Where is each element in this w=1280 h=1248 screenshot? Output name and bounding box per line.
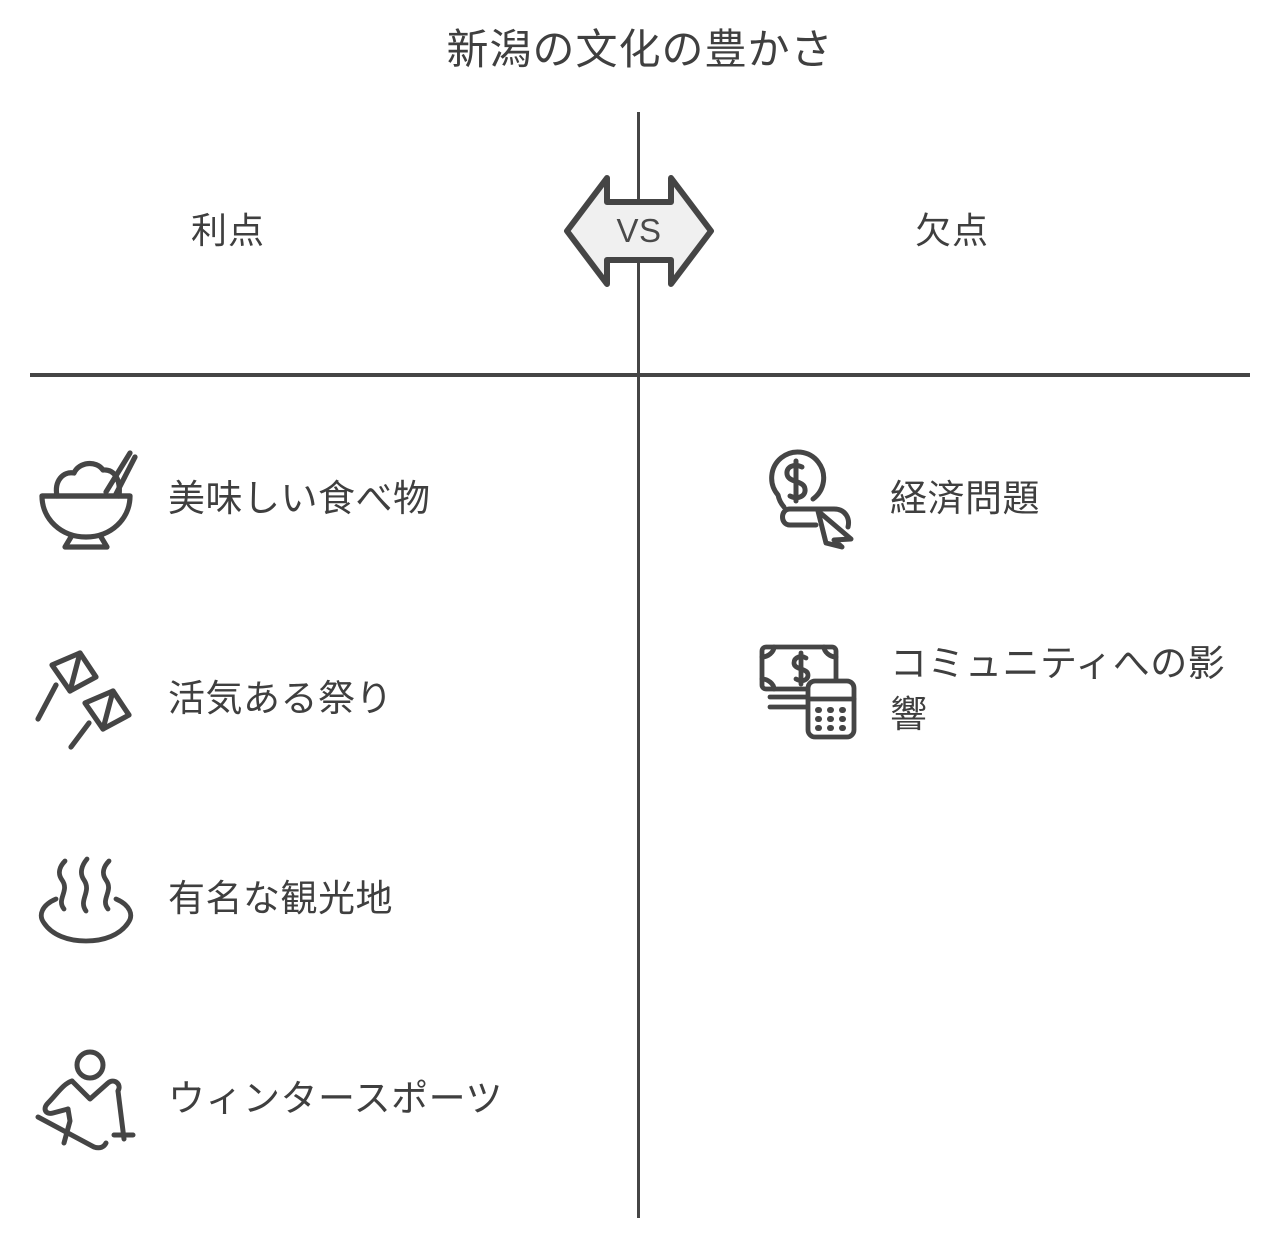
list-item: 活気ある祭り (30, 640, 610, 758)
list-item-label: 経済問題 (890, 478, 1040, 520)
vs-badge: VS (563, 172, 715, 290)
horizontal-divider (30, 373, 1250, 377)
rice-bowl-chopsticks-icon (30, 443, 142, 555)
list-item-label: 美味しい食べ物 (168, 478, 431, 520)
list-item: ウィンタースポーツ (30, 1040, 610, 1158)
banknote-calculator-icon (752, 633, 864, 745)
dollar-coin-cursor-icon (752, 443, 864, 555)
column-heading-disadvantages: 欠点 (914, 210, 989, 251)
list-item-label: 活気ある祭り (168, 678, 393, 720)
column-heading-advantages: 利点 (190, 210, 265, 251)
list-item-label: 有名な観光地 (168, 878, 393, 920)
list-item: 美味しい食べ物 (30, 440, 610, 558)
list-item-label: ウィンタースポーツ (168, 1078, 503, 1120)
skier-icon (30, 1043, 142, 1155)
vertical-divider (637, 112, 640, 1218)
festival-flags-icon (30, 643, 142, 755)
page-title: 新潟の文化の豊かさ (446, 26, 834, 73)
double-arrow-vs-badge-icon (564, 175, 714, 287)
list-item-label: コミュニティへの影響 (890, 642, 1226, 735)
list-item: 経済問題 (752, 440, 1262, 558)
list-item: コミュニティへの影響 (752, 630, 1262, 748)
advantages-list: 美味しい食べ物 活気ある祭り (30, 440, 610, 1240)
hot-spring-onsen-icon (30, 843, 142, 955)
list-item: 有名な観光地 (30, 840, 610, 958)
vs-label: VS (616, 212, 662, 249)
disadvantages-list: 経済問題 (752, 440, 1262, 820)
